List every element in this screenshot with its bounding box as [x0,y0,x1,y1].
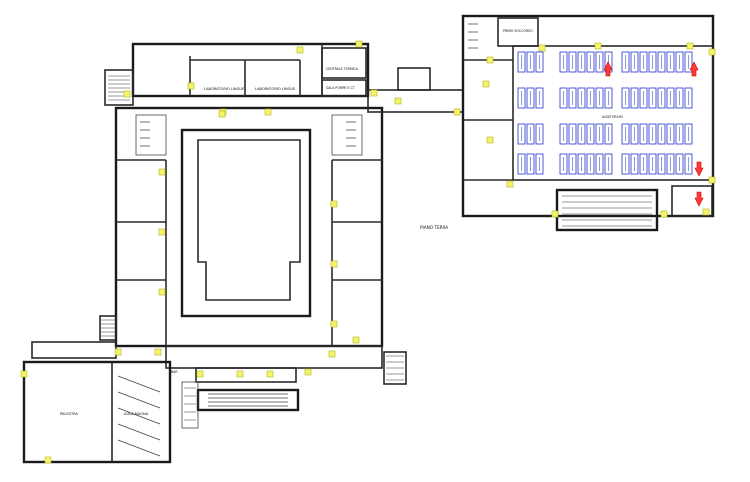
door-marker [114,348,122,356]
door-marker [352,336,360,344]
room-label-centrale-termica: CENTRALE TERMICA [326,67,359,71]
room-labels: LABORATORIO LINGUE LABORATORIO LINGUE CE… [60,29,623,416]
door-marker [394,97,402,105]
door-marker [266,370,274,378]
hall-desks [517,51,693,175]
door-marker [154,348,162,356]
door-marker [355,40,363,48]
door-marker [296,46,304,54]
door-marker [708,48,716,56]
door-marker [594,42,602,50]
door-marker [538,44,546,52]
floor-label: PIANO TERRA [420,225,448,230]
door-marker [506,180,514,188]
room-label-laboratorio-1: LABORATORIO LINGUE [204,87,245,91]
door-marker [708,176,716,184]
door-marker [686,42,694,50]
exit-arrow-icon [603,61,613,77]
door-marker [486,136,494,144]
door-marker [486,56,494,64]
door-marker [264,108,272,116]
door-marker [196,370,204,378]
door-marker [330,260,338,268]
room-label-auditorium: AUDITORIUM [602,115,623,119]
door-marker [551,210,559,218]
door-marker [44,456,52,464]
door-marker [370,89,378,97]
door-marker [158,168,166,176]
door-marker [453,108,461,116]
door-marker [236,370,244,378]
door-marker [330,200,338,208]
emergency-exit-arrows [603,61,704,207]
door-marker [20,370,28,378]
door-marker [702,208,710,216]
door-marker [123,90,131,98]
door-marker [660,210,668,218]
room-label-laboratorio-2: LABORATORIO LINGUE [255,87,296,91]
door-marker [158,228,166,236]
exit-arrow-icon [694,191,704,207]
room-label-primo-soccorso: PRIMO SOCCORSO [503,29,533,33]
room-label-bar: BAR [171,370,178,374]
door-marker [304,368,312,376]
door-marker [158,288,166,296]
door-marker [187,82,195,90]
walls [22,14,715,464]
door-marker [330,320,338,328]
door-marker [328,350,336,358]
doors [20,40,716,464]
exit-arrow-icon [689,61,699,77]
exit-arrow-icon [694,161,704,177]
door-marker [218,110,226,118]
room-label-palestra: PALESTRA [60,412,78,416]
room-label-aula-magna: AULA MAGNA [124,412,149,416]
room-label-sala-pompe: SALA POMPE E CT [326,86,355,90]
door-marker [482,80,490,88]
